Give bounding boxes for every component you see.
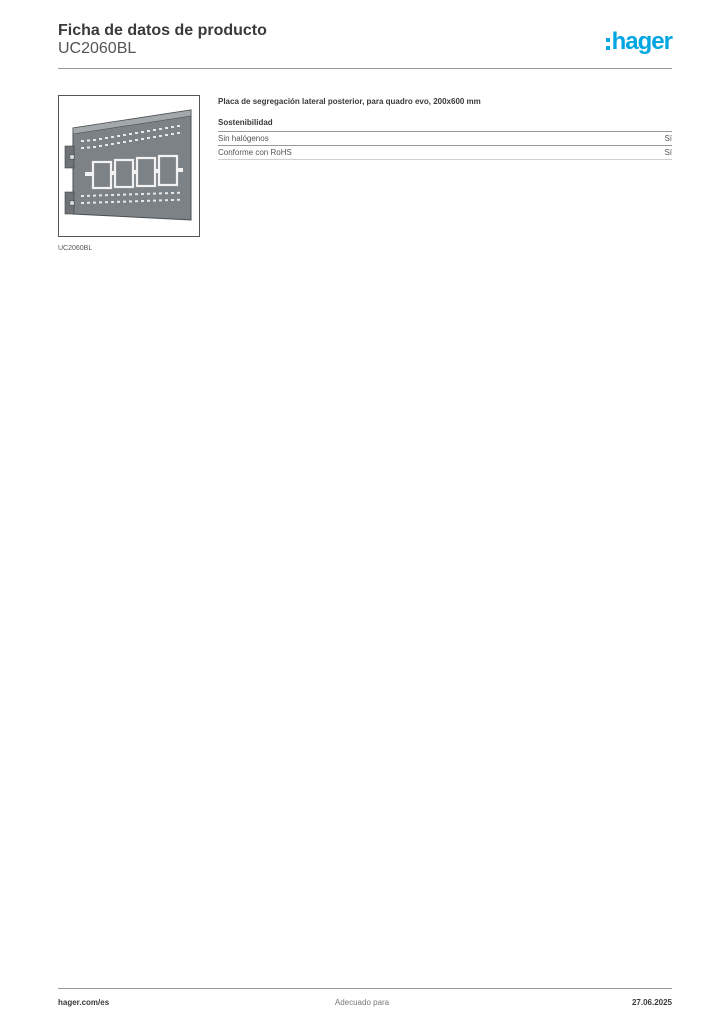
product-code: UC2060BL xyxy=(58,40,137,57)
spec-label: Conforme con RoHS xyxy=(218,148,292,157)
hager-logo: hager xyxy=(605,26,673,58)
header-divider xyxy=(58,68,672,69)
spec-row: Sin halógenos Sí xyxy=(218,131,672,145)
spec-value: Sí xyxy=(664,134,672,143)
product-description: Placa de segregación lateral posterior, … xyxy=(218,97,481,106)
section-title-sustainability: Sostenibilidad xyxy=(218,118,273,127)
footer-website-link[interactable]: hager.com/es xyxy=(58,998,110,1007)
image-caption: UC2060BL xyxy=(58,245,93,252)
footer-date: 27.06.2025 xyxy=(631,998,672,1007)
product-image xyxy=(58,95,200,237)
page-title: Ficha de datos de producto xyxy=(58,22,267,39)
footer-divider xyxy=(58,988,672,989)
footer-suitability-text: Adecuado para xyxy=(334,998,390,1007)
spec-value: Sí xyxy=(664,148,672,157)
spec-label: Sin halógenos xyxy=(218,134,269,143)
logo-text: hager xyxy=(611,28,673,55)
segregation-plate-image xyxy=(64,109,192,221)
logo-dots-icon xyxy=(605,38,610,50)
spec-table: Sin halógenos Sí Conforme con RoHS Sí xyxy=(218,131,672,160)
spec-row: Conforme con RoHS Sí xyxy=(218,145,672,160)
